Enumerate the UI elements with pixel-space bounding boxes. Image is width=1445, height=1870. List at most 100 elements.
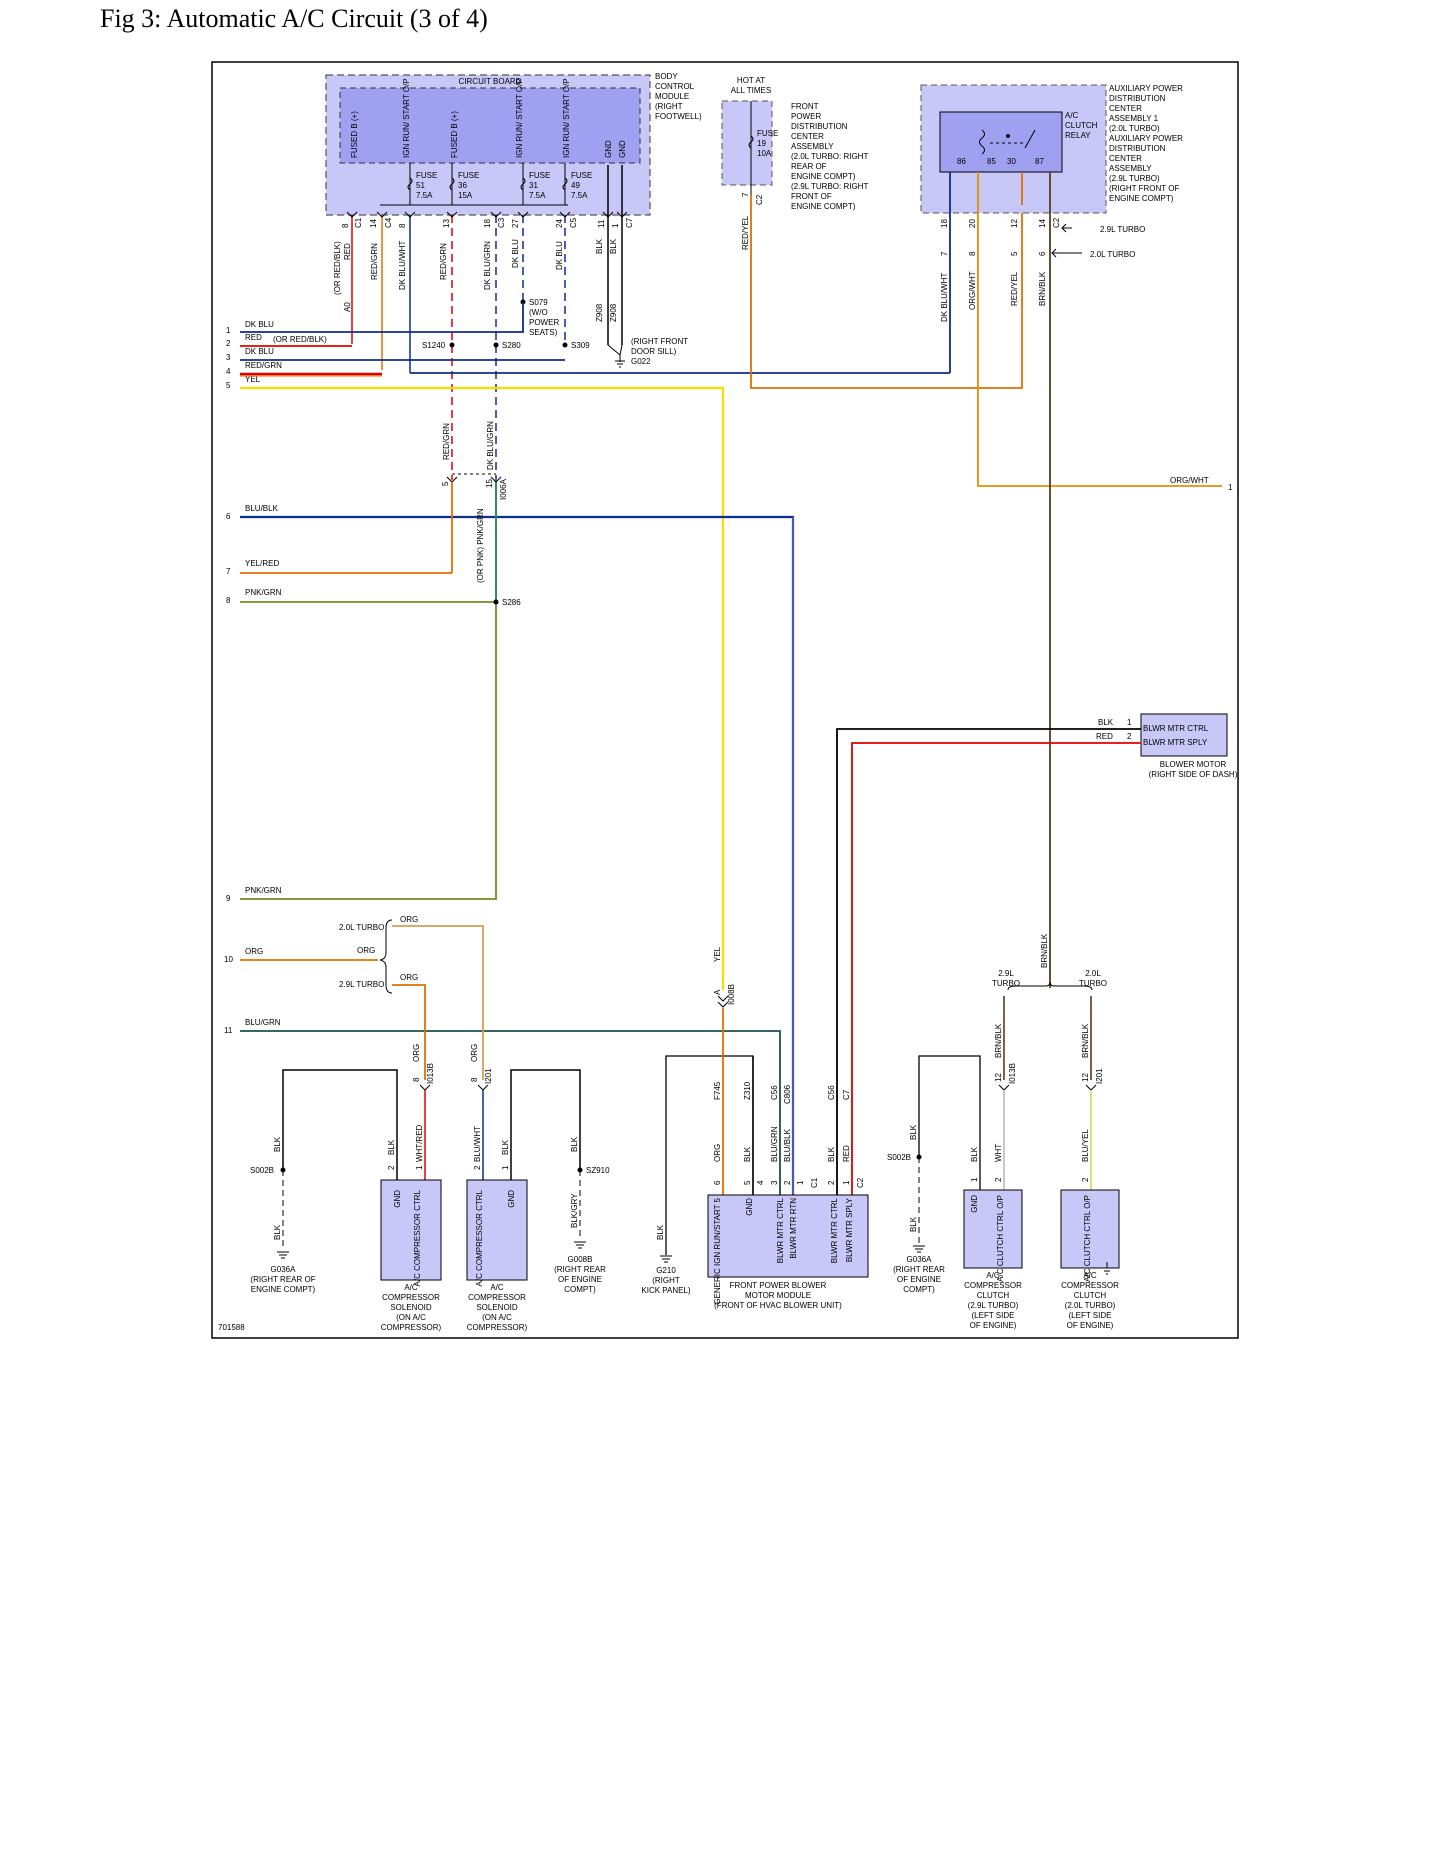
- svg-text:GND: GND: [970, 1195, 979, 1213]
- svg-text:REAR OF: REAR OF: [791, 162, 827, 171]
- svg-text:3: 3: [770, 1180, 779, 1185]
- svg-text:BLK: BLK: [273, 1224, 282, 1240]
- svg-text:C1: C1: [354, 217, 363, 228]
- svg-text:S079: S079: [529, 298, 548, 307]
- svg-text:13: 13: [442, 219, 451, 228]
- svg-text:2.9L: 2.9L: [998, 969, 1014, 978]
- svg-text:CLUTCH: CLUTCH: [977, 1291, 1010, 1300]
- svg-text:49: 49: [571, 181, 580, 190]
- svg-text:I201: I201: [1095, 1068, 1104, 1084]
- svg-text:2.0L TURBO: 2.0L TURBO: [1090, 250, 1135, 259]
- svg-text:(2.0L TURBO): (2.0L TURBO): [1065, 1301, 1116, 1310]
- svg-text:ASSEMBLY 1: ASSEMBLY 1: [1109, 114, 1159, 123]
- svg-text:7: 7: [940, 251, 949, 256]
- svg-text:BLU/BLK: BLU/BLK: [783, 1128, 792, 1162]
- svg-text:2: 2: [226, 339, 231, 348]
- svg-text:A/C CLUTCH CTRL O/P: A/C CLUTCH CTRL O/P: [1083, 1195, 1092, 1282]
- svg-text:BLU/YEL: BLU/YEL: [1081, 1129, 1090, 1162]
- svg-text:MOTOR MODULE: MOTOR MODULE: [745, 1291, 811, 1300]
- svg-text:COMPRESSOR: COMPRESSOR: [468, 1293, 526, 1302]
- bcm-pin-label-7: IGN RUN/ START O/P: [562, 78, 571, 158]
- svg-text:CENTER: CENTER: [791, 132, 824, 141]
- svg-text:6: 6: [1038, 251, 1047, 256]
- svg-text:8: 8: [968, 251, 977, 256]
- svg-text:Z908: Z908: [595, 303, 604, 322]
- svg-text:FRONT POWER BLOWER: FRONT POWER BLOWER: [730, 1281, 827, 1290]
- svg-text:(RIGHT: (RIGHT: [655, 102, 683, 111]
- ac-compressor-clutch-29: [963, 1189, 1023, 1269]
- svg-text:A0: A0: [343, 302, 352, 312]
- svg-text:C7: C7: [842, 1089, 851, 1100]
- svg-text:(W/O: (W/O: [529, 308, 548, 317]
- svg-text:BLK: BLK: [609, 238, 618, 254]
- svg-text:BLK: BLK: [970, 1146, 979, 1162]
- svg-text:BLOWER MOTOR: BLOWER MOTOR: [1160, 760, 1227, 769]
- svg-text:SOLENOID: SOLENOID: [390, 1303, 432, 1312]
- svg-text:PNK/GRN: PNK/GRN: [245, 886, 282, 895]
- svg-text:1: 1: [226, 326, 231, 335]
- svg-text:RED: RED: [842, 1145, 851, 1162]
- svg-text:(RIGHT REAR OF: (RIGHT REAR OF: [250, 1275, 315, 1284]
- svg-text:BLK: BLK: [570, 1136, 579, 1152]
- wire-11-blugrn: [240, 1030, 781, 1195]
- front-power-blower-motor-module: [707, 1194, 869, 1278]
- svg-text:4: 4: [756, 1180, 765, 1185]
- svg-text:1: 1: [501, 1165, 510, 1170]
- svg-text:ORG: ORG: [412, 1044, 421, 1062]
- svg-text:(RIGHT FRONT OF: (RIGHT FRONT OF: [1109, 184, 1179, 193]
- svg-text:2.0L TURBO: 2.0L TURBO: [339, 923, 384, 932]
- wire-sol2-gnd: [510, 1069, 581, 1180]
- svg-text:31: 31: [529, 181, 538, 190]
- svg-text:14: 14: [1038, 219, 1047, 228]
- svg-text:BLWR MTR SPLY: BLWR MTR SPLY: [845, 1197, 854, 1262]
- svg-text:(FRONT OF HVAC BLOWER UNIT): (FRONT OF HVAC BLOWER UNIT): [714, 1301, 842, 1310]
- svg-text:6: 6: [713, 1180, 722, 1185]
- svg-text:1: 1: [415, 1165, 424, 1170]
- ac-compressor-solenoid-1: [380, 1179, 442, 1281]
- svg-text:(2.0L TURBO): (2.0L TURBO): [1109, 124, 1160, 133]
- svg-text:I013B: I013B: [1008, 1063, 1017, 1084]
- svg-text:ORG: ORG: [357, 946, 375, 955]
- svg-text:G008B: G008B: [568, 1255, 593, 1264]
- svg-text:MODULE: MODULE: [655, 92, 689, 101]
- svg-text:COMPRESSOR: COMPRESSOR: [1061, 1281, 1119, 1290]
- svg-text:DISTRIBUTION: DISTRIBUTION: [791, 122, 848, 131]
- svg-text:BRN/BLK: BRN/BLK: [1081, 1023, 1090, 1058]
- svg-text:COMPT): COMPT): [564, 1285, 596, 1294]
- svg-text:(RIGHT FRONT: (RIGHT FRONT: [631, 337, 688, 346]
- wire-blower-blk: [836, 728, 1141, 1195]
- svg-text:2.9L TURBO: 2.9L TURBO: [1100, 225, 1145, 234]
- svg-text:YEL/RED: YEL/RED: [245, 559, 279, 568]
- svg-text:3: 3: [226, 353, 231, 362]
- bcm-pin-label-8: GND: [604, 140, 613, 158]
- svg-text:4: 4: [226, 367, 231, 376]
- svg-text:BLK: BLK: [827, 1146, 836, 1162]
- svg-text:11: 11: [224, 1026, 233, 1035]
- svg-text:DK BLU/GRN: DK BLU/GRN: [483, 241, 492, 290]
- svg-text:DK BLU: DK BLU: [511, 239, 520, 268]
- svg-text:BLWR MTR CTRL: BLWR MTR CTRL: [776, 1197, 785, 1263]
- svg-text:A/C: A/C: [490, 1283, 504, 1292]
- svg-text:FUSE: FUSE: [529, 171, 550, 180]
- svg-text:2: 2: [827, 1180, 836, 1185]
- svg-text:(2.0L TURBO: RIGHT: (2.0L TURBO: RIGHT: [791, 152, 868, 161]
- svg-text:S280: S280: [502, 341, 521, 350]
- svg-text:7.5A: 7.5A: [529, 191, 546, 200]
- svg-text:DK BLU: DK BLU: [555, 241, 564, 270]
- svg-text:12: 12: [994, 1073, 1003, 1082]
- svg-text:FRONT: FRONT: [791, 102, 819, 111]
- svg-text:(LEFT SIDE: (LEFT SIDE: [1069, 1311, 1112, 1320]
- svg-text:BLK: BLK: [387, 1139, 396, 1155]
- svg-text:12: 12: [1081, 1073, 1090, 1082]
- svg-text:A/C: A/C: [1065, 111, 1079, 120]
- svg-text:1: 1: [842, 1180, 851, 1185]
- svg-text:C806: C806: [783, 1084, 792, 1104]
- svg-text:BLU/GRN: BLU/GRN: [770, 1126, 779, 1162]
- svg-text:(OR RED/BLK): (OR RED/BLK): [273, 335, 327, 344]
- svg-text:11: 11: [597, 219, 606, 228]
- svg-text:RED/YEL: RED/YEL: [741, 215, 750, 250]
- svg-text:WHT: WHT: [994, 1144, 1003, 1162]
- svg-text:ENGINE COMPT): ENGINE COMPT): [791, 202, 856, 211]
- svg-text:BLK: BLK: [909, 1216, 918, 1232]
- svg-text:I201: I201: [484, 1068, 493, 1084]
